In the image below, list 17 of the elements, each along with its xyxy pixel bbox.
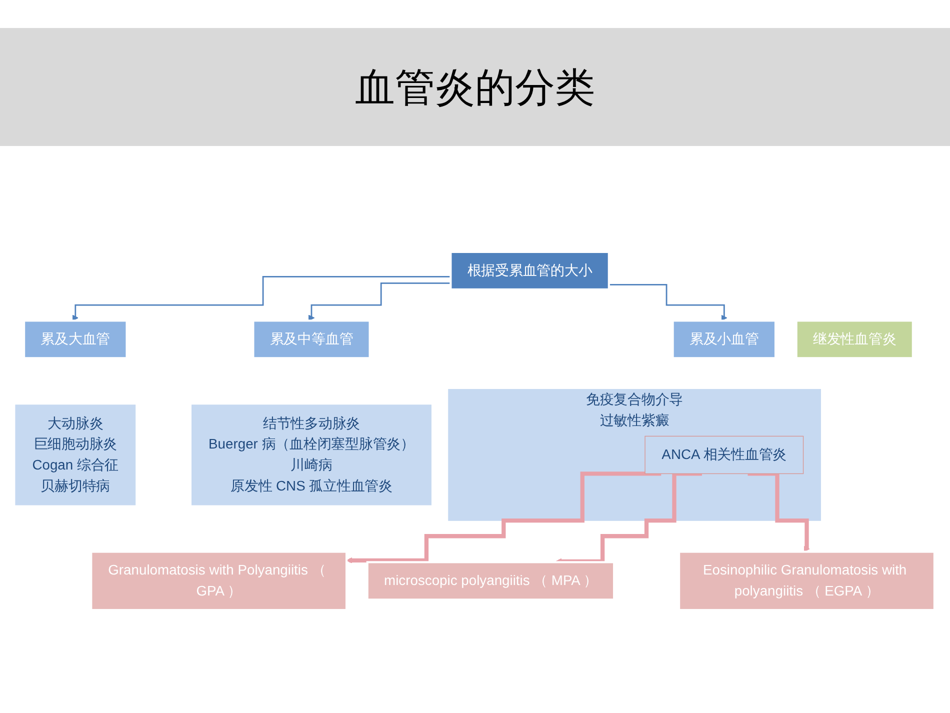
arrow xyxy=(346,472,662,564)
node-box: microscopic polyangiitis （ MPA ） xyxy=(366,561,616,601)
node-box: 大动脉炎 巨细胞动脉炎 Cogan 综合征 贝赫切特病 xyxy=(15,404,136,506)
node-box: Granulomatosis with Polyangiitis （ GPA ） xyxy=(90,550,348,612)
arrow xyxy=(308,282,451,321)
arrow xyxy=(608,284,728,321)
node-box: 根据受累血管的大小 xyxy=(450,250,610,290)
node-box: ANCA 相关性血管炎 xyxy=(644,436,804,474)
arrow xyxy=(748,472,810,552)
arrow xyxy=(72,276,451,321)
node-box: 结节性多动脉炎 Buerger 病（血栓闭塞型脉管炎） 川崎病 原发性 CNS 孤立性血管炎 xyxy=(192,404,432,506)
title: 血管炎的分类 xyxy=(355,64,595,112)
node-box: 累及小血管 xyxy=(672,320,777,360)
node-box: 继发性血管炎 xyxy=(795,320,914,360)
node-box: Eosinophilic Granulomatosis with polyangiitis （ EGPA ） xyxy=(678,550,936,612)
node-box: 累及大血管 xyxy=(23,320,128,360)
node-box: 累及中等血管 xyxy=(252,320,371,360)
